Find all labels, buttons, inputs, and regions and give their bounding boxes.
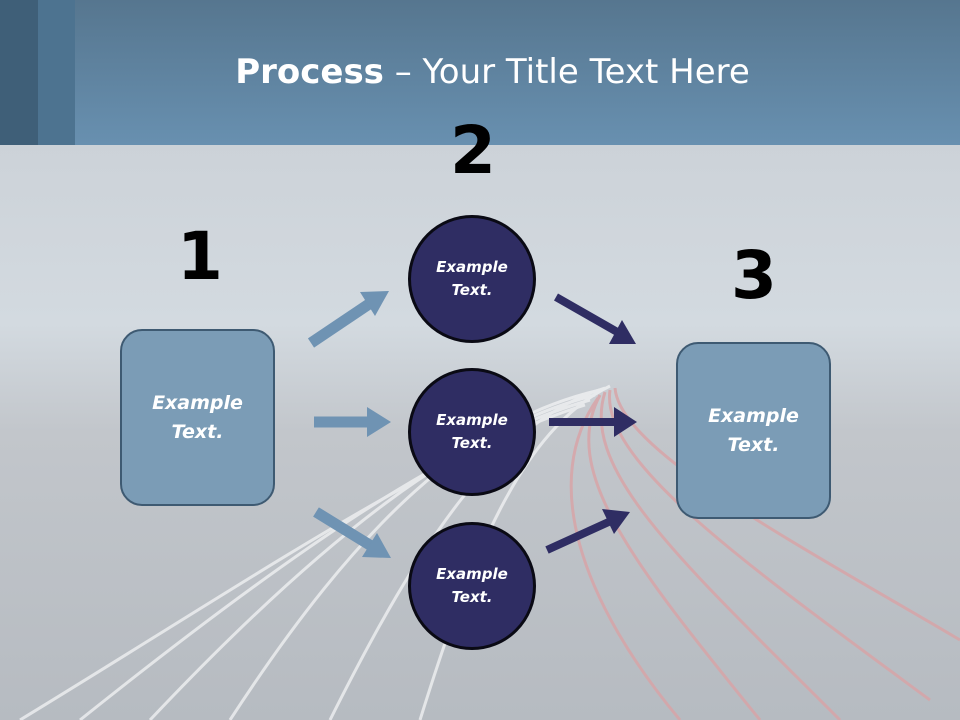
left-text-box[interactable]: Example Text.	[120, 329, 275, 506]
circle-text: Example Text.	[436, 411, 508, 452]
arrow-circle-1-to-right	[554, 293, 636, 344]
title-bold: Process	[235, 52, 384, 92]
header-accent-block	[0, 0, 38, 145]
step-number-2[interactable]: 2	[450, 112, 496, 189]
step-number-3[interactable]: 3	[731, 237, 777, 314]
title-rest: – Your Title Text Here	[383, 52, 750, 92]
arrow-circle-3-to-right	[545, 509, 630, 554]
arrow-left-to-circle-3	[313, 507, 391, 558]
step-number-1[interactable]: 1	[177, 218, 223, 295]
process-circle-3[interactable]: Example Text.	[408, 522, 536, 650]
arrow-left-to-circle-1	[307, 291, 389, 348]
arrow-left-to-circle-2	[314, 407, 391, 437]
circle-text: Example Text.	[436, 565, 508, 606]
circle-text: Example Text.	[436, 258, 508, 299]
process-circle-1[interactable]: Example Text.	[408, 215, 536, 343]
right-text-box[interactable]: Example Text.	[676, 342, 831, 519]
title-bar: Process – Your Title Text Here	[0, 0, 960, 145]
right-box-text: Example Text.	[708, 404, 799, 456]
process-circle-2[interactable]: Example Text.	[408, 368, 536, 496]
slide-title[interactable]: Process – Your Title Text Here	[0, 52, 960, 92]
left-box-text: Example Text.	[152, 391, 243, 443]
header-accent-block	[38, 0, 75, 145]
arrow-circle-2-to-right	[549, 407, 637, 437]
